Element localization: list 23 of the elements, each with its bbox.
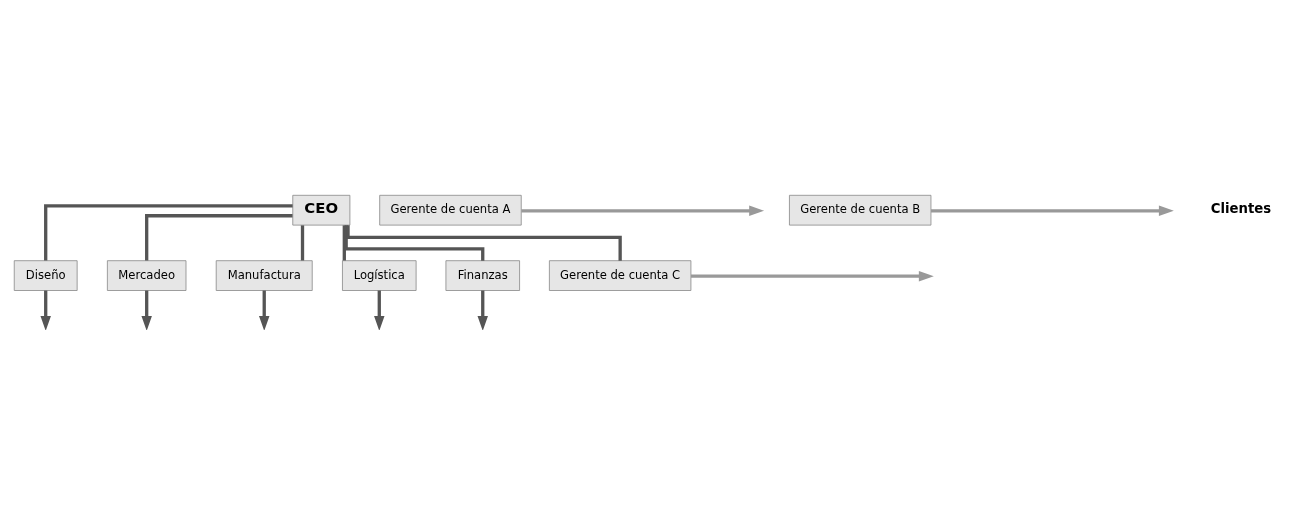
arrow (374, 290, 385, 330)
label: Clientes (1210, 200, 1272, 216)
node-box: Gerente de cuenta C (548, 260, 692, 291)
arrow (477, 290, 488, 330)
arrow (931, 205, 1174, 217)
node-box: Gerente de cuenta A (379, 194, 522, 226)
connector (342, 225, 346, 261)
node-box: Finanzas (445, 260, 520, 291)
connector (44, 204, 293, 261)
node-box: Logística (342, 260, 417, 291)
connector (300, 225, 305, 261)
arrow (141, 290, 152, 330)
node-box: Gerente de cuenta B (789, 194, 932, 226)
connector (344, 225, 485, 261)
arrow (40, 290, 51, 330)
arrow (259, 290, 270, 330)
connector (145, 214, 293, 261)
node-box: Diseño (13, 260, 78, 291)
arrow (521, 205, 765, 217)
node-box: CEO (292, 194, 351, 226)
node-box: Manufactura (215, 260, 313, 291)
node-box: Mercadeo (106, 260, 187, 291)
arrow (691, 270, 934, 282)
